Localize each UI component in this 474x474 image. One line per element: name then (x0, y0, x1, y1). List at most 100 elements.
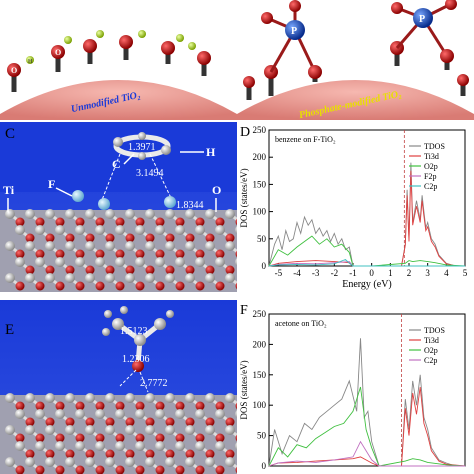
acetone-molecule (102, 306, 174, 372)
distance-label: 1.2306 (122, 354, 150, 365)
ti-atom (35, 225, 45, 235)
ti-atom (25, 209, 35, 219)
ti-atom (85, 393, 95, 403)
o-atom (35, 465, 45, 474)
y-axis-label: DOS (states/eV) (239, 360, 249, 419)
o-atom (75, 433, 85, 443)
o-atom (35, 401, 45, 411)
ti-atom (175, 441, 185, 451)
svg-text:O: O (11, 66, 17, 75)
x-tick-label: 4 (444, 268, 449, 278)
legend-label: TDOS (424, 326, 445, 335)
ti-atom (125, 241, 135, 251)
o-atom (195, 465, 205, 474)
ti-atom (5, 393, 15, 403)
x-tick-label: 0 (369, 268, 374, 278)
ti-atom (205, 393, 215, 403)
o-atom (45, 417, 55, 427)
ti-atom (145, 209, 155, 219)
ti-atom (165, 273, 175, 283)
legend-label: O2p (424, 346, 438, 355)
ti-atom (215, 257, 225, 267)
ti-atom (75, 225, 85, 235)
o-atom (165, 233, 175, 243)
y-tick-label: 100 (253, 207, 267, 217)
ti-atom (105, 393, 115, 403)
o-atom (55, 217, 65, 227)
panel-letter: F (240, 303, 248, 318)
ti-atom (145, 425, 155, 435)
ti-atom (155, 409, 165, 419)
o-atom (115, 249, 125, 259)
o-atom (215, 401, 225, 411)
lattice-atoms-c (5, 209, 237, 291)
o-atom (15, 433, 25, 443)
o-atom (215, 433, 225, 443)
ti-atom (145, 273, 155, 283)
x-tick-label: -5 (275, 268, 283, 278)
o-atom (55, 401, 65, 411)
ti-atom (235, 442, 237, 450)
series-line-f2p (268, 261, 465, 267)
ti-atom (105, 209, 115, 219)
ti-atom (135, 257, 145, 267)
panel-c-benzene-f-tio2-structure: C 1.3971 C H 3.1494 F 1.8344 Ti O (0, 122, 237, 292)
ti-atom (125, 273, 135, 283)
o-atom (15, 465, 25, 474)
panel-c-illustration: C 1.3971 C H 3.1494 F 1.8344 Ti O (0, 122, 237, 292)
hydrogen-label: H (206, 145, 216, 159)
ti-atom (45, 241, 55, 251)
legend-label: Ti3d (424, 336, 439, 345)
o-atom (85, 449, 95, 459)
o-atom (145, 233, 155, 243)
o-atom (205, 417, 215, 427)
ti-atom (175, 257, 185, 267)
hydroxyl-3 (83, 30, 104, 64)
x-tick-label: 1 (388, 268, 393, 278)
ti-atom (185, 425, 195, 435)
panel-letter: D (240, 125, 250, 140)
panel-c-letter: C (5, 126, 15, 142)
plot-frame (268, 313, 466, 467)
o-atom (95, 249, 105, 259)
o-atom (55, 249, 65, 259)
o-atom (225, 265, 235, 275)
ti-atom (145, 241, 155, 251)
ti-atom (185, 457, 195, 467)
o-atom (85, 265, 95, 275)
o-atom (155, 217, 165, 227)
ti-atom (125, 457, 135, 467)
ti-atom (85, 209, 95, 219)
o-atom (105, 233, 115, 243)
chart-title: acetone on TiO₂ (275, 319, 327, 328)
o-atom (65, 265, 75, 275)
o-atom (35, 217, 45, 227)
o-atom (55, 281, 65, 291)
legend-label: O2p (424, 162, 438, 171)
o-atom (185, 449, 195, 459)
o-atom (225, 417, 235, 427)
series-line-c2p (268, 440, 465, 467)
o-atom (165, 449, 175, 459)
ti-atom (165, 209, 175, 219)
ti-atom (45, 209, 55, 219)
ti-atom (35, 409, 45, 419)
y-tick-label: 200 (253, 339, 267, 349)
o-atom (125, 449, 135, 459)
x-tick-label: 2 (407, 268, 412, 278)
o-atom (175, 281, 185, 291)
ti-atom (55, 225, 65, 235)
x-tick-label: -1 (349, 268, 357, 278)
tio2-sphere-surface (0, 80, 237, 120)
o-atom (115, 401, 125, 411)
ti-atom (25, 273, 35, 283)
ti-atom (215, 225, 225, 235)
o-atom (15, 249, 25, 259)
ti-atom (195, 441, 205, 451)
o-atom (55, 465, 65, 474)
hydroxyl-6 (188, 42, 211, 76)
ti-atom (145, 457, 155, 467)
y-tick-label: 100 (253, 400, 267, 410)
x-tick-label: 3 (425, 268, 430, 278)
